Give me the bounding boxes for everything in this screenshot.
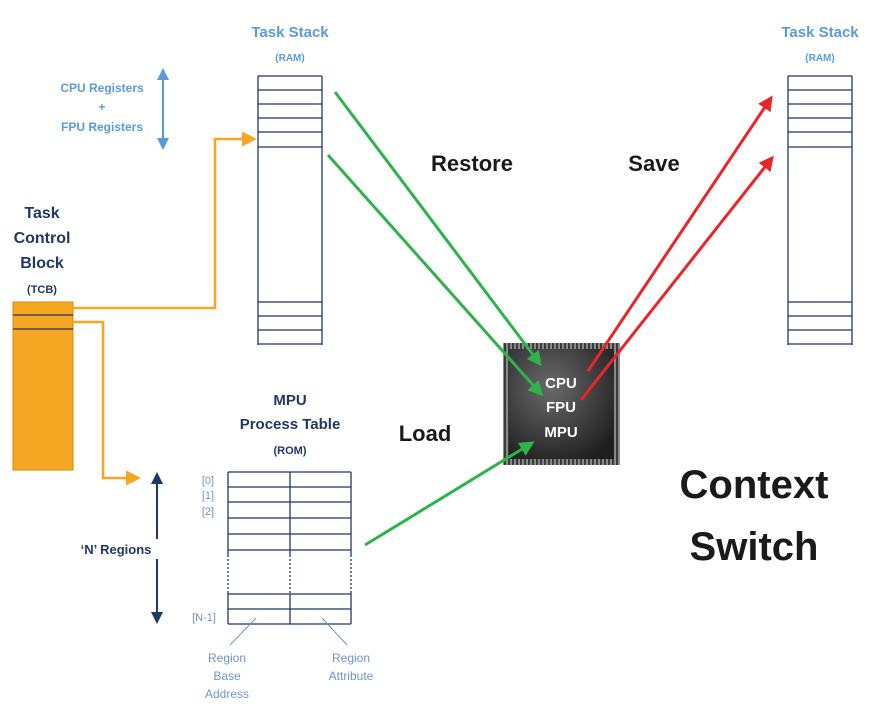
mpu-process-table: MPU Process Table (ROM) [0] — [70, 392, 374, 701]
save-arrow-fpu — [579, 155, 774, 401]
right-task-stack: Task Stack (RAM) — [781, 24, 859, 345]
save-label: Save — [628, 151, 679, 176]
registers-plus-label: + — [98, 100, 105, 114]
mpu-table-title-line1: MPU — [273, 392, 306, 409]
tcb-to-mpu-table-arrow — [73, 320, 141, 486]
chip-fpu-label: FPU — [546, 399, 576, 416]
chip-mpu-label: MPU — [544, 424, 577, 441]
n-regions-label-bg — [70, 539, 166, 559]
right-stack-subtitle: (RAM) — [805, 53, 834, 64]
chip-cpu-label: CPU — [545, 375, 577, 392]
right-stack-title: Task Stack — [781, 24, 859, 41]
left-task-stack: Task Stack (RAM) — [251, 24, 329, 345]
mpu-index-label: [1] — [202, 490, 214, 502]
chip-body — [509, 349, 614, 459]
region-base-label-line2: Base — [213, 669, 241, 683]
tcb-label-line3: Block — [20, 255, 64, 272]
load-label: Load — [399, 421, 452, 446]
left-stack-title: Task Stack — [251, 24, 329, 41]
caption-line2: Switch — [690, 525, 819, 569]
mpu-index-label: [2] — [202, 506, 214, 518]
mpu-table-subtitle: (ROM) — [274, 445, 307, 457]
region-attribute-callout-line — [321, 617, 348, 646]
region-base-callout-line — [229, 617, 257, 646]
mpu-table-title-line2: Process Table — [240, 416, 341, 433]
load-arrow-mpu — [364, 441, 535, 547]
mpu-index-label: [0] — [202, 475, 214, 487]
restore-arrow-cpu — [333, 91, 542, 367]
restore-arrow-fpu — [326, 154, 543, 397]
restore-label: Restore — [431, 151, 513, 176]
region-attribute-label-line1: Region — [332, 651, 370, 665]
tcb-abbr: (TCB) — [27, 284, 57, 296]
mpu-table-grid — [227, 471, 352, 625]
processor-chip: CPU FPU MPU — [503, 343, 620, 465]
region-attribute-label-line2: Attribute — [329, 669, 374, 683]
n-regions-label: ‘N’ Regions — [81, 542, 152, 557]
registers-annotation: CPU Registers + FPU Registers — [60, 68, 169, 150]
fpu-registers-label: FPU Registers — [61, 120, 143, 134]
tcb-box — [12, 301, 74, 471]
task-control-block: Task Control Block (TCB) — [12, 205, 74, 471]
right-stack-frame — [787, 75, 853, 345]
tcb-label-line1: Task — [24, 205, 59, 222]
tcb-to-stack-arrow — [73, 131, 257, 310]
left-stack-subtitle: (RAM) — [275, 53, 304, 64]
mpu-index-label: [N-1] — [192, 612, 216, 624]
save-arrow-cpu — [586, 95, 773, 372]
cpu-registers-label: CPU Registers — [60, 81, 144, 95]
tcb-label-line2: Control — [14, 230, 71, 247]
region-base-label-line3: Address — [205, 687, 249, 701]
region-base-label-line1: Region — [208, 651, 246, 665]
left-stack-frame — [257, 75, 323, 345]
caption-line1: Context — [680, 463, 829, 507]
